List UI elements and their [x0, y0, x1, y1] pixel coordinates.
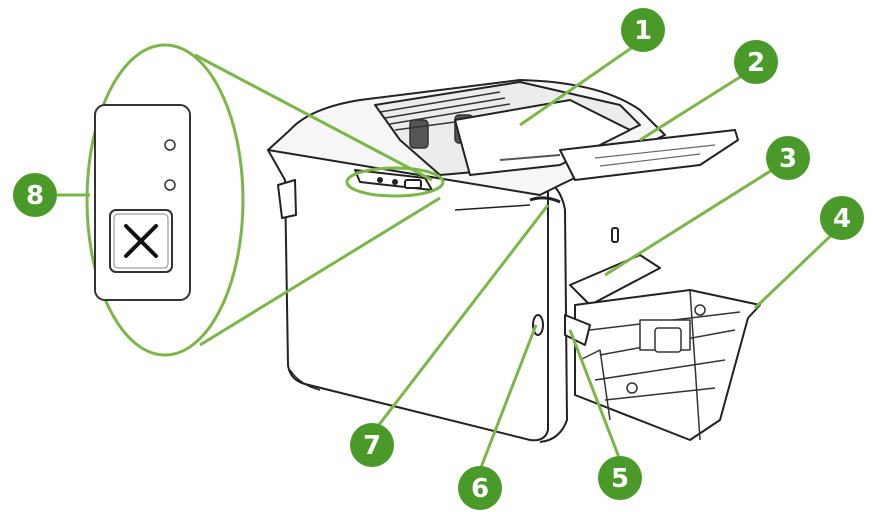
callout-2: 2: [734, 40, 778, 84]
cancel-x-icon: [124, 224, 158, 258]
leader-2: [639, 70, 749, 142]
callout-1-label: 1: [634, 16, 652, 46]
main-input-tray: [574, 289, 761, 441]
callout-7: 7: [350, 423, 394, 467]
leader-5: [568, 329, 622, 461]
callout-8-label: 8: [26, 181, 44, 211]
callout-3-label: 3: [779, 144, 797, 174]
callout-4-label: 4: [833, 204, 851, 234]
callout-7-label: 7: [363, 431, 381, 461]
priority-feed-slot: [569, 254, 661, 306]
callout-6: 6: [458, 466, 502, 510]
attention-light-icon: [164, 179, 176, 191]
control-panel-highlight: [345, 166, 445, 198]
output-bin-extension: [559, 129, 739, 181]
callout-4: 4: [820, 196, 864, 240]
callout-markers: 1 2 3 4 5 6 7 8: [13, 8, 864, 510]
paper-guides-shape: [564, 314, 591, 346]
leader-1: [519, 38, 644, 127]
callout-2-label: 2: [747, 48, 765, 78]
callout-8: 8: [13, 173, 57, 217]
leader-7: [373, 204, 550, 431]
magnifier-line-top: [194, 53, 433, 182]
callout-1: 1: [621, 8, 665, 52]
control-panel-magnifier: [85, 43, 445, 357]
callout-leaders: [57, 38, 844, 471]
leader-6: [478, 324, 538, 471]
leader-4: [753, 223, 844, 310]
leader-3: [604, 163, 781, 277]
ready-light-icon: [164, 139, 176, 151]
callout-6-label: 6: [471, 474, 489, 504]
cartridge-door-tab: [529, 196, 561, 204]
printer-illustration: [267, 79, 761, 443]
callout-3: 3: [766, 136, 810, 180]
callout-5: 5: [598, 456, 642, 500]
magnifier-line-bottom: [199, 196, 441, 347]
callout-5-label: 5: [611, 464, 629, 494]
